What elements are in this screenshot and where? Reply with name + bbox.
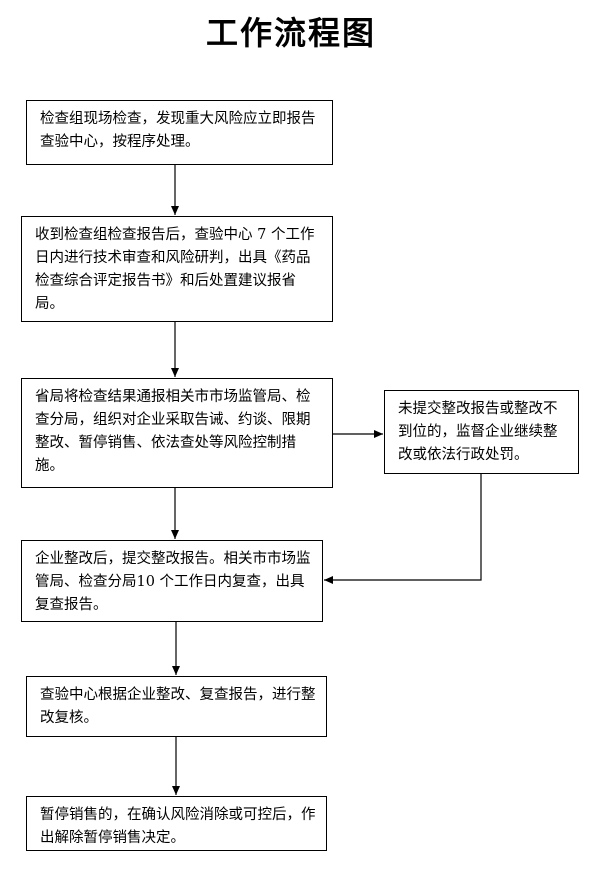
step-box-3: 省局将检查结果通报相关市市场监管局、检查分局，组织对企业采取告诫、约谈、限期整改…: [21, 378, 333, 488]
step-4-text: 企业整改后，提交整改报告。相关市市场监管局、检查分局10 个工作日内复查，出具复…: [35, 551, 311, 613]
step-5-text: 查验中心根据企业整改、复查报告，进行整改复核。: [40, 687, 316, 726]
step-3-text: 省局将检查结果通报相关市市场监管局、检查分局，组织对企业采取告诫、约谈、限期整改…: [35, 389, 311, 474]
step-box-2: 收到检查组检查报告后，查验中心 7 个工作日内进行技术审查和风险研判，出具《药品…: [21, 216, 333, 322]
page-title: 工作流程图: [205, 14, 376, 52]
arrow-side-to-4: [324, 474, 482, 584]
step-box-5: 查验中心根据企业整改、复查报告，进行整改复核。: [26, 676, 327, 737]
side-box-text: 未提交整改报告或整改不到位的，监督企业继续整改或依法行政处罚。: [398, 401, 558, 463]
step-box-4: 企业整改后，提交整改报告。相关市市场监管局、检查分局10 个工作日内复查，出具复…: [21, 540, 323, 622]
step-6-text: 暂停销售的，在确认风险消除或可控后，作出解除暂停销售决定。: [40, 807, 316, 846]
step-2-text: 收到检查组检查报告后，查验中心 7 个工作日内进行技术审查和风险研判，出具《药品…: [35, 227, 315, 312]
step-box-6: 暂停销售的，在确认风险消除或可控后，作出解除暂停销售决定。: [26, 796, 327, 851]
step-1-text: 检查组现场检查，发现重大风险应立即报告查验中心，按程序处理。: [40, 111, 316, 150]
side-box-penalty: 未提交整改报告或整改不到位的，监督企业继续整改或依法行政处罚。: [384, 390, 579, 474]
step-box-1: 检查组现场检查，发现重大风险应立即报告查验中心，按程序处理。: [26, 100, 333, 165]
